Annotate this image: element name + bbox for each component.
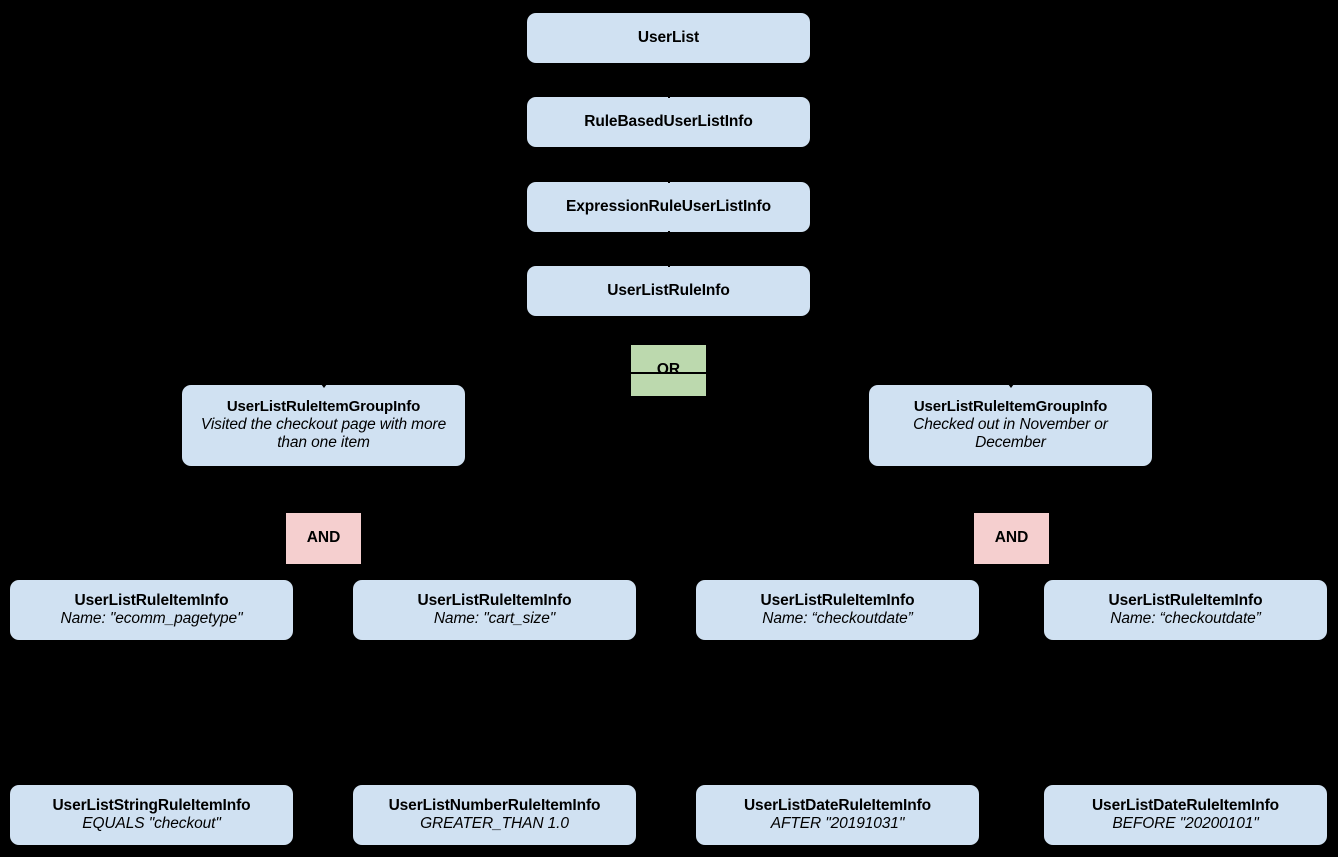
- node-string-rule-item-title: UserListStringRuleItemInfo: [52, 796, 251, 814]
- node-item-checkoutdate-after-subtitle: Name: “checkoutdate”: [762, 610, 913, 627]
- node-group-right-subtitle: Checked out in November or December: [913, 416, 1108, 452]
- node-user-list-rule-info-title: UserListRuleInfo: [607, 281, 730, 299]
- operator-and-left[interactable]: AND: [286, 513, 361, 564]
- edge-and-right-to-after: [838, 565, 840, 580]
- node-date-rule-item-before[interactable]: UserListDateRuleItemInfo BEFORE "2020010…: [1044, 785, 1327, 845]
- node-date-rule-item-before-title: UserListDateRuleItemInfo: [1091, 796, 1280, 814]
- node-user-list-rule-info[interactable]: UserListRuleInfo: [527, 266, 810, 316]
- node-string-rule-item-subtitle: EQUALS "checkout": [82, 815, 221, 832]
- node-number-rule-item-title: UserListNumberRuleItemInfo: [388, 796, 601, 814]
- node-group-right[interactable]: UserListRuleItemGroupInfo Checked out in…: [869, 385, 1152, 466]
- edge-before-to-date-before: [1185, 640, 1187, 785]
- node-date-rule-item-after[interactable]: UserListDateRuleItemInfo AFTER "20191031…: [696, 785, 979, 845]
- node-item-pagetype-subtitle: Name: "ecomm_pagetype": [60, 610, 243, 627]
- node-item-checkoutdate-before-title: UserListRuleItemInfo: [1108, 591, 1263, 609]
- node-group-left-title: UserListRuleItemGroupInfo: [226, 398, 421, 416]
- node-item-pagetype-title: UserListRuleItemInfo: [74, 591, 229, 609]
- edge-and-left-to-pagetype: [151, 565, 153, 580]
- node-rule-based-user-list-info[interactable]: RuleBasedUserListInfo: [527, 97, 810, 147]
- edge-expression-to-ruleinfo: [668, 231, 670, 267]
- node-item-cart-size-title: UserListRuleItemInfo: [417, 591, 572, 609]
- edge-pagetype-to-string: [151, 640, 153, 785]
- node-item-checkoutdate-before[interactable]: UserListRuleItemInfo Name: “checkoutdate…: [1044, 580, 1327, 640]
- edge-group-left-to-and: [323, 466, 325, 512]
- operator-or-label: OR: [656, 361, 681, 379]
- edge-userlist-to-rulebased: [668, 63, 670, 98]
- edge-and-left-to-cartsize: [495, 565, 497, 580]
- node-user-list[interactable]: UserList: [527, 13, 810, 63]
- edge-and-right-to-before: [1185, 565, 1187, 580]
- edge-cartsize-to-number: [495, 640, 497, 785]
- node-group-right-title: UserListRuleItemGroupInfo: [913, 398, 1108, 416]
- node-date-rule-item-before-subtitle: BEFORE "20200101": [1112, 815, 1259, 832]
- node-number-rule-item-subtitle: GREATER_THAN 1.0: [420, 815, 569, 832]
- node-date-rule-item-after-subtitle: AFTER "20191031": [770, 815, 905, 832]
- node-number-rule-item[interactable]: UserListNumberRuleItemInfo GREATER_THAN …: [353, 785, 636, 845]
- node-expression-rule-user-list-info[interactable]: ExpressionRuleUserListInfo: [527, 182, 810, 232]
- operator-and-left-label: AND: [306, 529, 341, 547]
- arrowhead-to-group-left: [315, 376, 333, 388]
- node-user-list-title: UserList: [637, 28, 700, 46]
- node-string-rule-item[interactable]: UserListStringRuleItemInfo EQUALS "check…: [10, 785, 293, 845]
- node-item-pagetype[interactable]: UserListRuleItemInfo Name: "ecomm_pagety…: [10, 580, 293, 640]
- edge-rulebased-to-expression: [668, 147, 670, 183]
- edge-and-right-bus: [838, 565, 1186, 567]
- node-item-cart-size-subtitle: Name: "cart_size": [433, 610, 556, 627]
- arrowhead-to-group-right: [1002, 376, 1020, 388]
- node-date-rule-item-after-title: UserListDateRuleItemInfo: [743, 796, 932, 814]
- node-expression-rule-user-list-info-title: ExpressionRuleUserListInfo: [566, 197, 771, 215]
- edge-ruleinfo-to-or: [668, 316, 670, 345]
- node-item-cart-size[interactable]: UserListRuleItemInfo Name: "cart_size": [353, 580, 636, 640]
- operator-and-right[interactable]: AND: [974, 513, 1049, 564]
- edge-and-left-bus: [151, 565, 496, 567]
- edge-or-to-groups-bus: [324, 372, 1012, 374]
- edge-after-to-date-after: [838, 640, 840, 785]
- node-item-checkoutdate-after-title: UserListRuleItemInfo: [760, 591, 915, 609]
- operator-and-right-label: AND: [994, 529, 1029, 547]
- node-rule-based-user-list-info-title: RuleBasedUserListInfo: [584, 112, 753, 130]
- node-group-left[interactable]: UserListRuleItemGroupInfo Visited the ch…: [182, 385, 465, 466]
- edge-group-right-to-and: [1010, 466, 1012, 512]
- operator-or[interactable]: OR: [631, 345, 706, 396]
- node-group-left-subtitle: Visited the checkout page with more than…: [200, 416, 447, 452]
- node-item-checkoutdate-after[interactable]: UserListRuleItemInfo Name: “checkoutdate…: [696, 580, 979, 640]
- node-item-checkoutdate-before-subtitle: Name: “checkoutdate”: [1110, 610, 1261, 627]
